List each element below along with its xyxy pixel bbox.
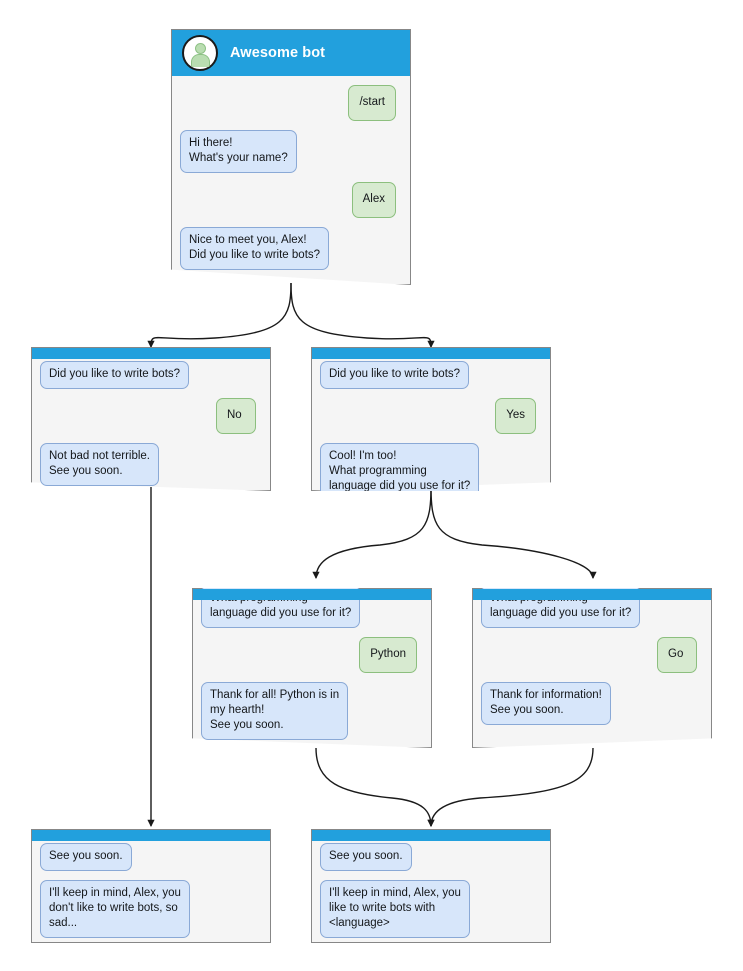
message-row: /start [180,85,402,121]
message-row: See you soon. [320,843,542,871]
avatar-head [194,43,206,54]
bot-message-bubble[interactable]: See you soon. [40,843,132,871]
message-row: Python [201,637,423,673]
chat-header-strip [32,830,270,841]
message-list: Did you like to write bots? No Not bad n… [31,361,271,491]
user-message-bubble[interactable]: Go [657,637,697,673]
chat-header-strip [32,348,270,359]
message-list: Did you like to write bots? Yes Cool! I'… [311,361,551,491]
message-row: I'll keep in mind, Alex, you don't like … [40,880,262,938]
bot-message-bubble[interactable]: Hi there! What's your name? [180,130,297,173]
node-end-happy[interactable]: See you soon. I'll keep in mind, Alex, y… [311,829,551,943]
message-row: Cool! I'm too! What programming language… [320,443,542,491]
bot-message-bubble[interactable]: Did you like to write bots? [40,361,190,389]
bot-message-bubble[interactable]: Cool! I'm too! What programming language… [320,443,480,491]
edge-python-to-end-happy [315,747,435,828]
message-row: Thank for information! See you soon. [481,682,703,725]
edge-root-to-yes [290,282,435,349]
chat-header-strip [193,589,431,600]
message-row: Yes [320,398,542,434]
message-list: What programming language did you use fo… [192,588,432,748]
message-list: See you soon. I'll keep in mind, Alex, y… [31,843,271,943]
message-row: Thank for all! Python is in my hearth! S… [201,682,423,740]
user-message-bubble[interactable]: Python [359,637,417,673]
message-row: No [40,398,262,434]
user-message-bubble[interactable]: Alex [351,182,396,218]
message-row: Did you like to write bots? [40,361,262,389]
node-branch-no[interactable]: Did you like to write bots? No Not bad n… [31,347,271,491]
message-row: Alex [180,182,402,218]
user-message-bubble[interactable]: Yes [495,398,536,434]
node-branch-yes[interactable]: Did you like to write bots? Yes Cool! I'… [311,347,551,491]
bot-message-bubble[interactable]: I'll keep in mind, Alex, you don't like … [40,880,190,938]
user-avatar-icon [182,35,218,71]
chat-header-strip [473,589,711,600]
message-row: See you soon. [40,843,262,871]
message-row: Go [481,637,703,673]
bot-name-label: Awesome bot [230,45,326,61]
node-root-conversation[interactable]: Awesome bot /start Hi there! What's your… [171,29,411,285]
node-body: See you soon. I'll keep in mind, Alex, y… [311,829,551,943]
message-row: Did you like to write bots? [320,361,542,389]
message-row: I'll keep in mind, Alex, you like to wri… [320,880,542,938]
bot-message-bubble[interactable]: Did you like to write bots? [320,361,470,389]
node-branch-go[interactable]: What programming language did you use fo… [472,588,712,748]
edge-go-to-end-happy [427,747,594,828]
user-message-bubble[interactable]: /start [348,85,396,121]
bot-message-bubble[interactable]: Thank for all! Python is in my hearth! S… [201,682,349,740]
node-body: What programming language did you use fo… [472,588,712,748]
bot-message-bubble[interactable]: Nice to meet you, Alex! Did you like to … [180,227,330,270]
node-body: Awesome bot /start Hi there! What's your… [171,29,411,285]
edge-yes-to-python [312,486,432,580]
chat-header-strip [312,348,550,359]
message-row: Hi there! What's your name? [180,130,402,173]
message-list: What programming language did you use fo… [472,588,712,734]
node-end-sad[interactable]: See you soon. I'll keep in mind, Alex, y… [31,829,271,943]
node-body: Did you like to write bots? No Not bad n… [31,347,271,491]
chat-header-strip [312,830,550,841]
message-list: /start Hi there! What's your name? Alex … [171,85,411,279]
bot-message-bubble[interactable]: See you soon. [320,843,412,871]
bot-message-bubble[interactable]: I'll keep in mind, Alex, you like to wri… [320,880,470,938]
node-body: What programming language did you use fo… [192,588,432,748]
node-branch-python[interactable]: What programming language did you use fo… [192,588,432,748]
bot-message-bubble[interactable]: Not bad not terrible. See you soon. [40,443,160,486]
node-body: Did you like to write bots? Yes Cool! I'… [311,347,551,491]
edge-yes-to-go [430,486,597,580]
message-list: See you soon. I'll keep in mind, Alex, y… [311,843,551,943]
bot-message-bubble[interactable]: Thank for information! See you soon. [481,682,611,725]
message-row: Nice to meet you, Alex! Did you like to … [180,227,402,270]
node-body: See you soon. I'll keep in mind, Alex, y… [31,829,271,943]
user-message-bubble[interactable]: No [216,398,256,434]
edge-root-to-no [147,282,292,349]
message-row: Not bad not terrible. See you soon. [40,443,262,486]
avatar-torso [190,54,210,67]
chat-header: Awesome bot [172,30,410,76]
